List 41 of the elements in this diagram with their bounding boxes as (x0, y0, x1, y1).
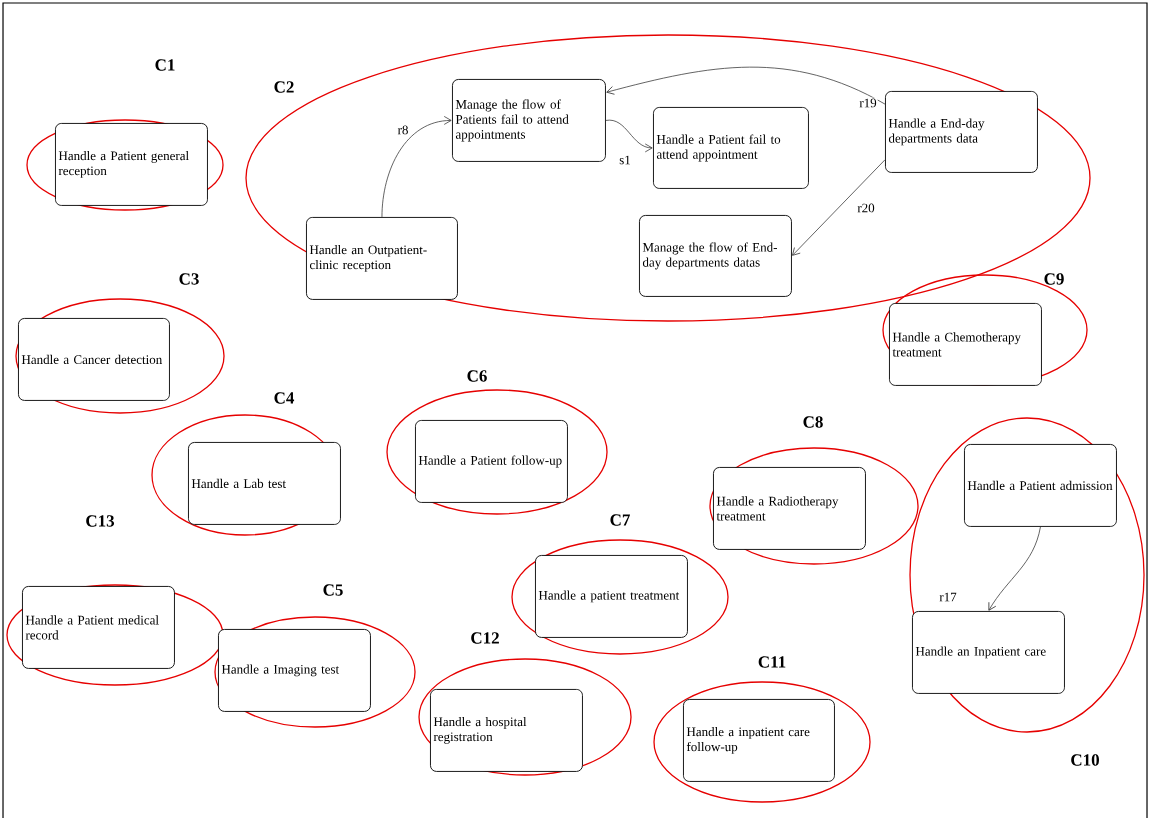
process-box: Handle an Outpatient-clinic reception (306, 217, 458, 300)
process-box: Handle a Chemotherapy treatment (889, 303, 1042, 386)
cluster-label: C7 (610, 514, 630, 526)
cluster-label: C8 (803, 416, 823, 428)
edge-label: r20 (856, 202, 876, 214)
cluster-label: C5 (323, 584, 343, 596)
process-box: Handle a Imaging test (218, 629, 371, 712)
process-box: Handle a patient treatment (535, 554, 688, 638)
arrow (605, 119, 653, 153)
process-box: Handle a Lab test (188, 442, 341, 525)
cluster-label: C11 (758, 656, 786, 668)
cluster-label: C13 (86, 515, 115, 527)
cluster-label: C6 (467, 370, 487, 382)
cluster-label: C3 (179, 273, 199, 285)
edge-label: r17 (938, 591, 958, 603)
process-box: Handle a End-day departments data (885, 91, 1038, 173)
process-box: Handle a inpatient care follow-up (683, 699, 835, 782)
cluster-label: C4 (274, 392, 295, 404)
edge-label: r19 (858, 97, 878, 109)
process-box: Handle a Patient fail to attend appointment (653, 107, 809, 189)
process-box: Manage the flow of Patients fail to attend appointments (452, 79, 606, 162)
process-box: Handle a Patient follow-up (415, 420, 568, 503)
arrow (988, 526, 1041, 611)
cluster-label: C1 (155, 59, 175, 71)
arrow (606, 66, 886, 105)
process-box: Handle an Inpatient care (912, 611, 1065, 694)
edge-label: s1 (618, 154, 632, 166)
arrow (381, 116, 452, 218)
process-box: Handle a Patient medical record (22, 586, 175, 669)
arrow (792, 159, 886, 256)
process-box: Handle a Patient admission (964, 444, 1117, 527)
process-box: Handle a Cancer detection (18, 318, 170, 401)
edge-label: r8 (396, 124, 410, 136)
process-box: Handle a Radiotherapy treatment (713, 467, 866, 550)
cluster-label: C9 (1044, 273, 1064, 285)
cluster-label: C2 (274, 81, 294, 93)
process-box: Handle a hospital registration (430, 688, 583, 772)
process-box: Handle a Patient general reception (55, 123, 208, 206)
cluster-label: C12 (471, 632, 499, 644)
process-box: Manage the flow of End-day departments datas (639, 215, 792, 297)
cluster-label: C10 (1071, 754, 1099, 766)
